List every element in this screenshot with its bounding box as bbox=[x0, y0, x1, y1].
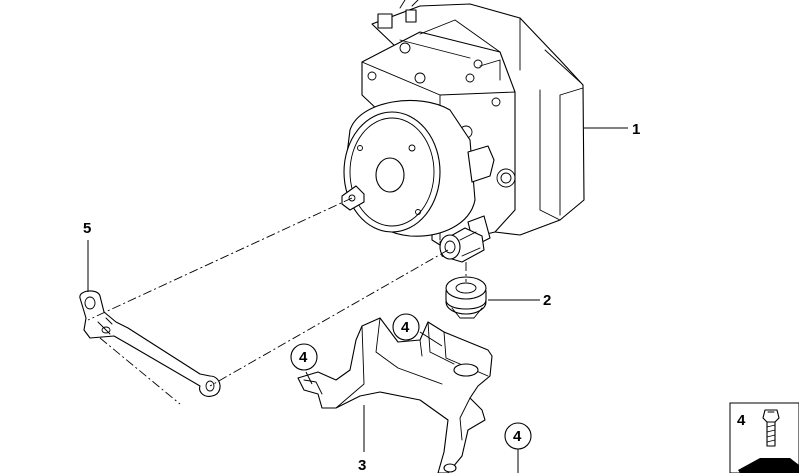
callout-labels: 1 2 3 5 4 4 4 bbox=[83, 121, 640, 473]
callout-4a: 4 bbox=[401, 319, 410, 336]
callout-4c: 4 bbox=[513, 428, 522, 445]
hydraulic-unit bbox=[341, 0, 585, 263]
callout-4b: 4 bbox=[299, 349, 308, 366]
callout-4-left: 4 bbox=[290, 343, 318, 371]
screw-icon bbox=[762, 409, 780, 447]
bracket-strap bbox=[79, 290, 221, 397]
legend-box: 4 bbox=[729, 402, 799, 473]
mounting-bracket bbox=[297, 317, 493, 473]
callout-1: 1 bbox=[632, 121, 640, 138]
callout-4-top: 4 bbox=[392, 313, 420, 341]
callout-2: 2 bbox=[543, 292, 551, 309]
callout-4-bottom: 4 bbox=[504, 422, 532, 450]
legend-callout-4: 4 bbox=[737, 412, 746, 429]
leader-lines bbox=[87, 127, 628, 473]
rubber-grommet bbox=[445, 276, 487, 319]
assembly-lines bbox=[87, 197, 467, 405]
callout-5: 5 bbox=[83, 220, 91, 237]
callout-3: 3 bbox=[358, 457, 366, 473]
